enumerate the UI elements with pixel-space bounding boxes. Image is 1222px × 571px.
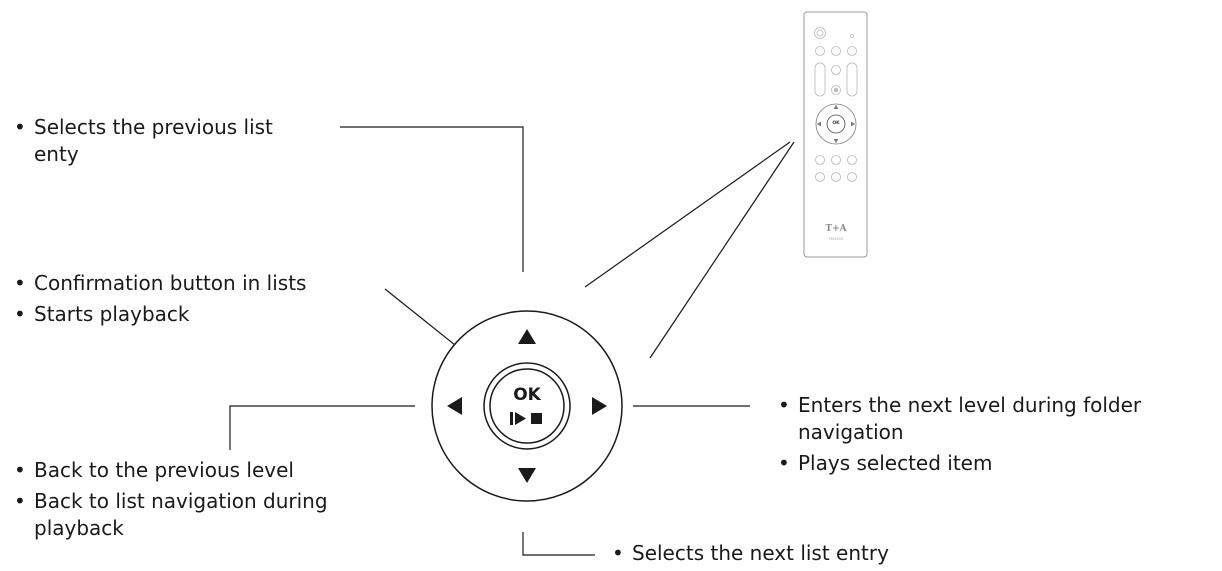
annotation-right-item-2: Plays selected item [778, 450, 1141, 477]
left-rocker [814, 62, 826, 97]
annotation-up: Selects the previous list enty [14, 114, 344, 172]
ok-button-inner-ring [489, 368, 565, 444]
leader-line-up [340, 126, 524, 272]
dpad: OK [431, 310, 623, 502]
zoom-line-top [584, 141, 791, 288]
annotation-left-item-2: Back to list navigation during playback [14, 488, 328, 542]
annotation-left: Back to the previous level Back to list … [14, 457, 328, 546]
remote-model-label: FM1000 [829, 237, 843, 241]
annotation-ok: Confirmation button in lists Starts play… [14, 270, 306, 332]
annotation-right-item-1: Enters the next level during folder navi… [778, 392, 1141, 446]
annotation-up-line1: Selects the previous list [34, 115, 273, 139]
triangle-right-icon[interactable] [592, 397, 607, 415]
annotation-ok-item-1: Confirmation button in lists [14, 270, 306, 297]
annotation-left-item-2-line2: playback [34, 516, 124, 540]
triangle-left-icon[interactable] [447, 397, 462, 415]
power-button-icon [814, 27, 826, 39]
annotation-right: Enters the next level during folder navi… [778, 392, 1141, 481]
annotation-left-item-2-line1: Back to list navigation during [34, 489, 328, 513]
annotation-up-line2: enty [34, 142, 79, 166]
leader-line-left [229, 405, 415, 450]
indicator-dot [850, 34, 854, 38]
remote-control: OK T+A FM1000 [803, 11, 868, 258]
ok-button[interactable]: OK [483, 362, 571, 450]
annotation-right-item-1-line1: Enters the next level during folder [798, 393, 1142, 417]
volume-rocker [846, 62, 858, 97]
leader-lines [229, 126, 795, 556]
annotation-down-item: Selects the next list entry [612, 540, 889, 567]
mini-ok-label: OK [832, 120, 840, 126]
remote-body [803, 11, 868, 258]
leader-line-down [522, 532, 595, 556]
remote-brand-logo: T+A [825, 224, 847, 234]
mini-dpad-ring [815, 103, 857, 145]
zoom-line-bottom [649, 141, 795, 359]
annotation-left-item-1: Back to the previous level [14, 457, 328, 484]
annotation-down: Selects the next list entry [612, 540, 889, 571]
annotation-right-item-1-line2: navigation [798, 420, 904, 444]
annotation-ok-item-2: Starts playback [14, 301, 306, 328]
triangle-up-icon[interactable] [518, 329, 536, 344]
mini-ok-button [826, 114, 846, 134]
play-pause-stop-icon [510, 412, 542, 425]
ok-label: OK [513, 385, 541, 405]
annotation-up-item: Selects the previous list enty [14, 114, 344, 168]
triangle-down-icon[interactable] [518, 468, 536, 483]
